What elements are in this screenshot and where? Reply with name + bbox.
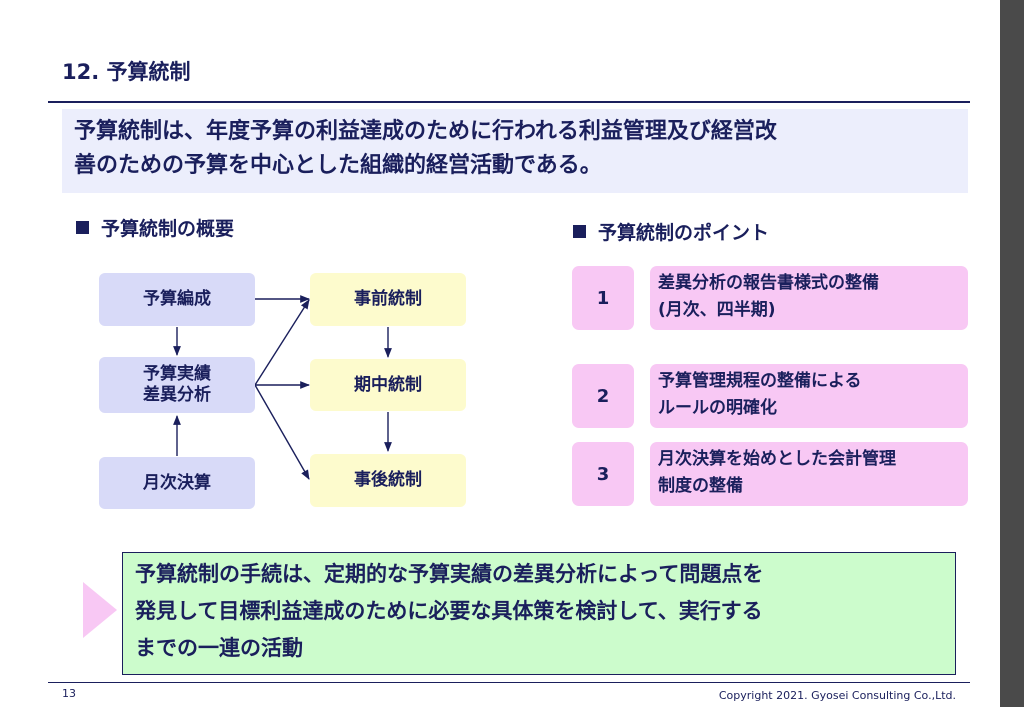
flow-budget-actual-line-2: 差異分析	[143, 385, 211, 405]
point-3-line-2: 制度の整備	[658, 476, 743, 496]
overview-heading: 予算統制の概要	[76, 214, 234, 241]
footer-divider	[48, 682, 970, 683]
page-number: 13	[62, 687, 76, 700]
pointer-triangle-icon	[83, 582, 117, 638]
point-1-line-2: (月次、四半期)	[658, 300, 776, 320]
arrow-actual-to-post	[254, 384, 310, 480]
summary-box: 予算統制は、年度予算の利益達成のために行われる利益管理及び経営改 善のための予算…	[62, 109, 968, 193]
point-2-number: 2	[572, 364, 634, 428]
conclusion-line-2: 発見して目標利益達成のために必要な具体策を検討して、実行する	[135, 599, 763, 623]
point-1-line-1: 差異分析の報告書様式の整備	[658, 273, 879, 293]
flow-budget-formation: 予算編成	[99, 273, 255, 326]
conclusion-line-3: までの一連の活動	[135, 636, 303, 660]
flow-arrows	[173, 295, 392, 480]
square-bullet-icon	[76, 221, 89, 234]
point-3-number: 3	[572, 442, 634, 506]
point-3-line-1: 月次決算を始めとした会計管理	[658, 449, 896, 469]
flow-mid-control: 期中統制	[310, 359, 466, 411]
point-1-number: 1	[572, 266, 634, 330]
conclusion-line-1: 予算統制の手続は、定期的な予算実績の差異分析によって問題点を	[135, 562, 764, 586]
point-3-text: 月次決算を始めとした会計管理 制度の整備	[650, 442, 968, 506]
viewer-background	[1000, 0, 1024, 707]
summary-line-2: 善のための予算を中心とした組織的経営活動である。	[74, 153, 602, 178]
flow-pre-control: 事前統制	[310, 273, 466, 326]
overview-heading-text: 予算統制の概要	[101, 218, 235, 240]
title-divider	[48, 101, 970, 103]
copyright: Copyright 2021. Gyosei Consulting Co.,Lt…	[718, 689, 956, 702]
conclusion-box: 予算統制の手続は、定期的な予算実績の差異分析によって問題点を 発見して目標利益達…	[122, 552, 956, 675]
page-title: 12. 予算統制	[62, 60, 191, 84]
summary-line-1: 予算統制は、年度予算の利益達成のために行われる利益管理及び経営改	[74, 119, 777, 144]
arrow-actual-to-pre	[254, 299, 310, 386]
flow-monthly-closing: 月次決算	[99, 457, 255, 509]
points-heading: 予算統制のポイント	[573, 218, 769, 245]
point-2-line-2: ルールの明確化	[658, 398, 777, 418]
point-2-text: 予算管理規程の整備による ルールの明確化	[650, 364, 968, 428]
point-1-text: 差異分析の報告書様式の整備 (月次、四半期)	[650, 266, 968, 330]
slide: 12. 予算統制 予算統制は、年度予算の利益達成のために行われる利益管理及び経営…	[0, 0, 1000, 707]
point-2-line-1: 予算管理規程の整備による	[658, 371, 862, 391]
flow-budget-actual-variance: 予算実績 差異分析	[99, 357, 255, 413]
flow-post-control: 事後統制	[310, 454, 466, 507]
flow-budget-actual-line-1: 予算実績	[143, 364, 211, 384]
points-heading-text: 予算統制のポイント	[598, 222, 770, 244]
square-bullet-icon	[573, 225, 586, 238]
